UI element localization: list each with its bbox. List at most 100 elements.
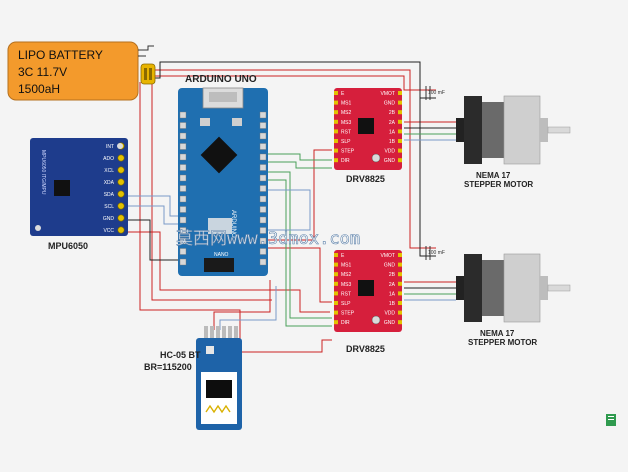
driver-pin-label: 1A <box>389 291 396 297</box>
motor-bottom-label-1: NEMA 17 <box>480 329 515 338</box>
driver-pin-pad <box>334 281 338 286</box>
motor-boss <box>540 118 548 142</box>
bt-label-1: HC-05 BT <box>160 350 201 360</box>
driver-pin-label: 1B <box>389 301 396 307</box>
driver-pin-pad <box>398 158 402 163</box>
mpu-pin-label: INT <box>106 144 114 150</box>
driver-pin-pad <box>398 272 402 277</box>
mpu-pin-label: GND <box>103 216 115 222</box>
hc05-pins <box>204 326 238 338</box>
driver-chip-icon <box>358 118 374 134</box>
mpu-pin-pad <box>117 226 125 234</box>
driver-top: EMS1MS2MS3RSTSLPSTEPDIRVMOTGND2B2A1A1BVD… <box>334 88 402 170</box>
arduino-board: ARDUINO UNO ARDUINO NANO <box>178 74 268 276</box>
battery: LIPO BATTERY 3C 11.7V 1500aH <box>7 41 156 101</box>
driver-pin-label: MS2 <box>341 272 352 278</box>
driver-pin-label: VDD <box>384 149 395 155</box>
mpu-pin-pad <box>117 154 125 162</box>
header-pin <box>179 206 187 213</box>
header-pin <box>179 132 187 140</box>
capacitor-top-icon <box>425 86 431 100</box>
driver-pin-label: 2A <box>389 120 396 126</box>
driver-pin-label: MS3 <box>341 120 352 126</box>
header-pin <box>179 237 187 245</box>
driver-pin-label: GND <box>384 320 396 326</box>
wire-ground-bottom <box>419 98 436 257</box>
header-pin <box>259 111 267 119</box>
wire-bt-tx <box>219 286 277 330</box>
mpu-pin-pad <box>117 190 125 198</box>
driver-pin-label: GND <box>384 263 396 269</box>
driver-pin-pad <box>398 320 402 325</box>
arduino-board-sub: NANO <box>214 252 229 258</box>
driver-pin-pad <box>398 301 402 305</box>
arduino-icsp-icon <box>204 258 234 272</box>
driver-pin-label: MS3 <box>341 282 352 288</box>
arduino-body <box>178 88 268 276</box>
wire-vcc-mpu <box>128 231 330 313</box>
wire-battery-power <box>152 69 436 249</box>
driver-pin-pad <box>398 310 402 315</box>
driver-pin-label: 1A <box>389 129 396 135</box>
bt-label-2: BR=115200 <box>144 362 192 372</box>
header-pin <box>179 185 187 192</box>
driver-pin-pad <box>334 100 338 105</box>
mpu-pin-label: SCL <box>104 204 114 210</box>
driver-pin-label: MS1 <box>341 101 352 107</box>
driver-bottom: EMS1MS2MS3RSTSLPSTEPDIRVMOTGND2B2A1A1BVD… <box>334 250 402 332</box>
motor-top-label-2: STEPPER MOTOR <box>464 180 533 189</box>
driver-pin-pad <box>398 262 402 267</box>
driver-pin-label: RST <box>341 291 351 297</box>
driver-pin-pad <box>334 272 338 277</box>
driver-pin-label: STEP <box>341 311 355 317</box>
driver-pin-label: E <box>341 91 345 97</box>
driver-pin-label: 1B <box>389 139 396 145</box>
header-pin <box>179 111 187 119</box>
header-pin <box>259 132 267 140</box>
driver-pin-pad <box>398 139 402 143</box>
header-pin <box>259 216 267 224</box>
wire-dir-top <box>266 161 332 169</box>
driver-pin-label: STEP <box>341 149 355 155</box>
motor-front-plate <box>503 253 541 323</box>
driver-pin-pad <box>398 100 402 105</box>
mpu-pin-label: ADO <box>103 156 114 162</box>
wire-step-bottom <box>266 171 332 319</box>
driver-pin-label: SLP <box>341 301 351 307</box>
driver-pin-label: VMOT <box>381 91 395 97</box>
motor-connector <box>456 118 466 142</box>
driver-pin-pad <box>334 301 338 305</box>
battery-lead-icon <box>138 45 154 57</box>
watermark: 莫西网www.3dmox.com <box>176 229 360 249</box>
driver-pin-label: RST <box>341 129 351 135</box>
header-pin <box>259 206 267 213</box>
header-pin <box>259 258 267 266</box>
header-pin <box>179 195 187 203</box>
driver-pin-label: 2A <box>389 282 396 288</box>
driver-pin-label: GND <box>384 101 396 107</box>
driver-pin-pad <box>398 110 402 115</box>
motor-back-cap <box>464 254 482 322</box>
stepper-motor-bottom-icon <box>456 253 571 323</box>
motor-back-cap <box>464 96 482 164</box>
mpu-pin-label: XDA <box>104 180 115 186</box>
wire-aux-right <box>240 189 311 231</box>
wires <box>128 61 456 353</box>
wire-dir-bottom <box>266 179 332 327</box>
mpu-pin-pad <box>117 166 125 174</box>
driver-bottom-label: DRV8825 <box>346 344 385 354</box>
arduino-right-header <box>259 111 267 266</box>
wire-driver-vdd <box>266 149 332 241</box>
driver-pin-pad <box>398 291 402 296</box>
driver-pot-icon <box>371 315 381 325</box>
header-pin <box>259 164 267 171</box>
arduino-board-text: ARDUINO <box>230 210 236 238</box>
driver-chip-icon <box>358 280 374 296</box>
battery-body <box>7 41 139 101</box>
header-pin <box>179 153 187 161</box>
driver-pin-pad <box>334 139 338 143</box>
header-pin <box>179 143 187 150</box>
battery-label-3: 1500aH <box>18 82 60 96</box>
header-pin <box>179 216 187 224</box>
driver-pin-pad <box>398 148 402 153</box>
